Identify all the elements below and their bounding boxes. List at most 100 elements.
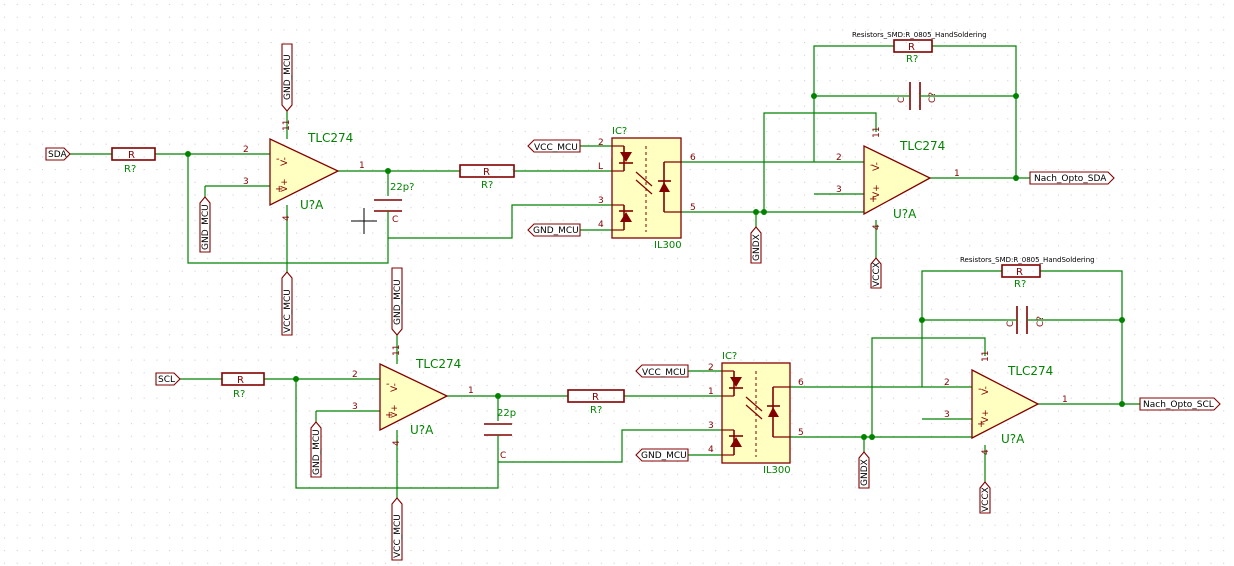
net-flag-gnd-mcu-top-scl[interactable]: GND_MCU <box>391 267 403 336</box>
net-flag-gnd-mcu-plus-scl[interactable]: GND_MCU <box>310 421 322 478</box>
capacitor-feedback-scl[interactable]: C C? <box>1006 306 1046 334</box>
pin-num-4: 4 <box>392 440 402 446</box>
opamp-scl-output[interactable]: - + V- V+ 2 3 1 11 4 TLC274 U?A <box>944 351 1068 455</box>
opamp-sda-output[interactable]: - + V- V+ 2 3 1 11 4 TLC274 U?A <box>836 127 960 230</box>
optocoupler-il300-scl[interactable]: 2 1 3 4 6 5 IC? IL300 <box>708 351 804 476</box>
pin-num-1: 1 <box>359 161 365 171</box>
net-label-out-scl: Nach_Opto_SCL <box>1143 400 1214 410</box>
resistor-feedback-scl[interactable]: Resistors_SMD:R_0805_HandSoldering R R? <box>960 256 1095 290</box>
editor-crosshair <box>351 208 377 234</box>
net-flag-out-scl[interactable]: Nach_Opto_SCL <box>1139 397 1221 411</box>
net-flag-gnd-mcu-opto-scl[interactable]: GND_MCU <box>635 448 689 462</box>
cap-value: C <box>897 97 907 103</box>
resistor-ref: R? <box>906 54 918 65</box>
net-label-vccx: VCCX <box>981 487 991 512</box>
optocoupler-il300-sda[interactable]: 2 L 3 4 6 5 IC? IL300 <box>598 126 696 251</box>
pin-num-6: 6 <box>690 153 696 163</box>
pin-num-11: 11 <box>872 127 882 138</box>
pin-vminus: V- <box>390 383 400 392</box>
resistor-series-sda[interactable]: R R? <box>459 164 515 191</box>
pin-num-2: 2 <box>944 378 950 388</box>
net-label-vcc-mcu: VCC_MCU <box>534 143 578 153</box>
pin-num-11: 11 <box>282 120 292 131</box>
net-flag-gndx-scl[interactable]: GNDX <box>858 451 870 489</box>
net-flag-gnd-mcu-plus[interactable]: GND_MCU <box>199 196 211 253</box>
pin-num-1: L <box>598 162 603 172</box>
cap-value: C <box>1006 321 1016 327</box>
resistor-ref: R? <box>481 180 493 191</box>
pin-num-3: 3 <box>598 196 604 206</box>
net-label-gnd-mcu: GND_MCU <box>393 279 403 325</box>
pin-num-1: 1 <box>954 169 960 179</box>
cap-ref: C? <box>928 92 938 103</box>
pin-vplus: V+ <box>390 404 400 418</box>
pin-num-3: 3 <box>708 421 714 431</box>
pin-vminus: V- <box>981 386 991 395</box>
net-flag-gnd-mcu-top[interactable]: GND_MCU <box>281 43 293 112</box>
net-label-vcc-mcu: VCC_MCU <box>642 368 686 378</box>
resistor-footprint: Resistors_SMD:R_0805_HandSoldering <box>852 31 987 39</box>
cap-ref: C? <box>1036 316 1046 327</box>
pin-num-1: 1 <box>468 386 474 396</box>
resistor-value: R <box>483 167 490 178</box>
resistor-ref: R? <box>590 405 602 416</box>
pin-num-5: 5 <box>690 203 696 213</box>
net-flag-gndx-sda[interactable]: GNDX <box>750 226 762 264</box>
cap-value: 22p? <box>390 182 414 193</box>
pin-vplus: V+ <box>981 409 991 423</box>
capacitor-22p-sda[interactable]: 22p? C <box>374 182 414 238</box>
capacitor-feedback-sda[interactable]: C C? <box>897 82 938 110</box>
opamp-sda-input[interactable]: - + V- V+ 2 3 1 11 4 TLC274 U?A <box>243 120 365 221</box>
net-flag-vcc-mcu-opto-scl[interactable]: VCC_MCU <box>635 364 689 378</box>
opto-ref: IC? <box>722 351 737 362</box>
net-flag-vcc-mcu-opto[interactable]: VCC_MCU <box>527 139 581 153</box>
pin-num-1: 1 <box>708 387 714 397</box>
net-flag-vccx-sda[interactable]: VCCX <box>870 257 882 289</box>
pin-num-11: 11 <box>392 345 402 356</box>
cap-value: 22p <box>497 408 516 419</box>
pin-minus: - <box>386 379 390 390</box>
opamp-ref: U?A <box>410 423 434 437</box>
opamp-scl-input[interactable]: - + V- V+ 2 3 1 11 4 TLC274 U?A <box>352 345 474 446</box>
resistor-input-sda[interactable]: R R? <box>111 147 156 175</box>
pin-num-3: 3 <box>944 410 950 420</box>
net-label-vcc-mcu: VCC_MCU <box>393 514 403 558</box>
pin-plus: + <box>869 194 877 205</box>
pin-num-4: 4 <box>282 215 292 221</box>
pin-minus: - <box>978 384 982 395</box>
net-flag-out-sda[interactable]: Nach_Opto_SDA <box>1029 171 1115 185</box>
net-flag-vcc-mcu-bottom-scl[interactable]: VCC_MCU <box>391 497 403 561</box>
opto-value: IL300 <box>654 240 682 251</box>
resistor-ref: R? <box>1014 279 1026 290</box>
resistor-input-scl[interactable]: R R? <box>221 372 265 400</box>
opto-value: IL300 <box>763 465 791 476</box>
pin-num-11: 11 <box>981 351 991 362</box>
pin-num-4: 4 <box>981 449 991 455</box>
resistor-value: R <box>592 392 599 403</box>
opamp-ref: U?A <box>300 198 324 212</box>
resistor-footprint: Resistors_SMD:R_0805_HandSoldering <box>960 256 1095 264</box>
net-label-vcc-mcu: VCC_MCU <box>283 289 293 333</box>
net-label-gnd-mcu: GND_MCU <box>312 429 322 475</box>
opamp-ref: U?A <box>893 207 917 221</box>
capacitor-22p-scl[interactable]: 22p C <box>484 408 516 462</box>
pin-plus: + <box>275 184 283 195</box>
net-flag-scl[interactable]: SCL <box>155 372 181 386</box>
pin-minus: - <box>276 154 280 165</box>
pin-num-3: 3 <box>352 402 358 412</box>
resistor-series-scl[interactable]: R R? <box>567 389 625 416</box>
net-flag-sda[interactable]: SDA <box>45 147 71 161</box>
net-label-out-sda: Nach_Opto_SDA <box>1034 174 1107 184</box>
net-flag-gnd-mcu-opto[interactable]: GND_MCU <box>527 223 581 237</box>
net-flag-vcc-mcu-bottom[interactable]: VCC_MCU <box>281 271 293 336</box>
net-flag-vccx-scl[interactable]: VCCX <box>979 481 991 514</box>
resistor-value: R <box>1016 267 1023 278</box>
resistor-feedback-sda[interactable]: Resistors_SMD:R_0805_HandSoldering R R? <box>852 31 987 65</box>
net-label-gndx: GNDX <box>860 459 870 486</box>
pin-num-3: 3 <box>243 177 249 187</box>
cap-ref: C <box>392 215 398 225</box>
pin-num-4: 4 <box>708 445 714 455</box>
net-label-gnd-mcu: GND_MCU <box>641 451 687 461</box>
